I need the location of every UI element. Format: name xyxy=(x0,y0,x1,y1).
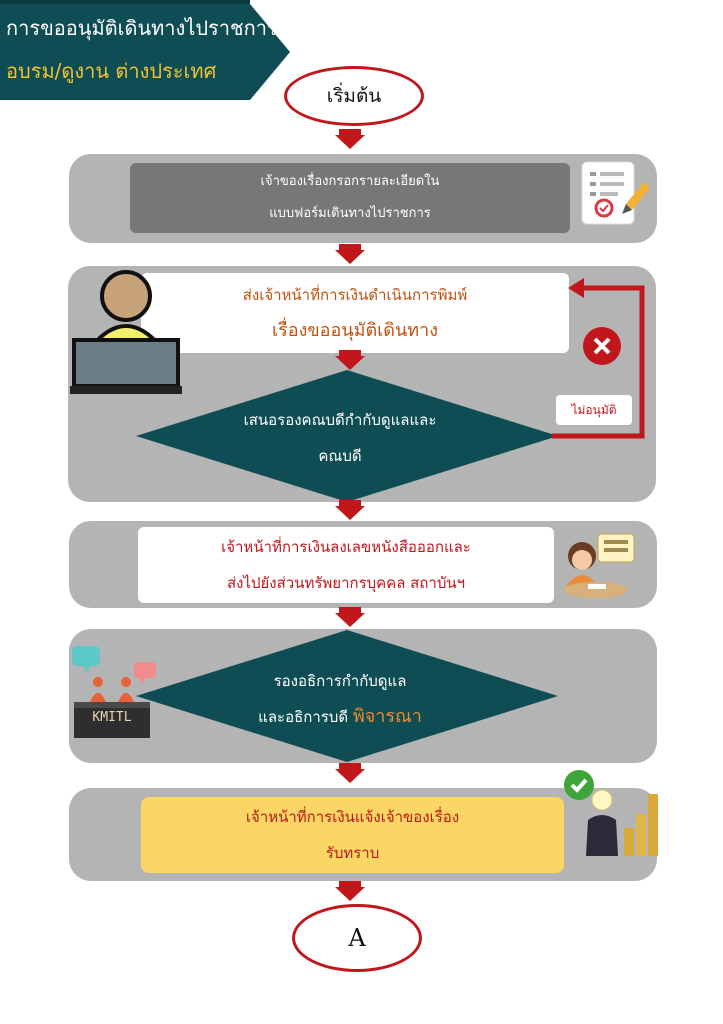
meeting-podium-icon xyxy=(72,646,156,738)
staff-desk-icon xyxy=(564,533,635,598)
approved-check-icon xyxy=(564,770,594,800)
decision2-line2-highlight: พิจารณา xyxy=(352,706,422,727)
desk-label: KMITL xyxy=(92,710,132,725)
step4-line1: เจ้าหน้าที่การเงินแจ้งเจ้าของเรื่อง xyxy=(245,808,460,826)
arrow-down-3 xyxy=(335,350,365,370)
arrow-down-5 xyxy=(335,607,365,627)
decision1-diamond xyxy=(136,370,558,502)
step1-line2: แบบฟอร์มเดินทางไปราชการ xyxy=(269,206,431,221)
decision2-text: รองอธิการกำกับดูแล และอธิการบดี พิจารณา xyxy=(190,663,490,735)
step4-line2: รับทราบ xyxy=(325,844,380,862)
decision2-diamond xyxy=(136,630,558,762)
start-label: เริ่มต้น xyxy=(326,85,382,107)
end-label: A xyxy=(348,924,366,952)
decision1-line2: คณบดี xyxy=(318,447,362,465)
step2-line1: ส่งเจ้าหน้าที่การเงินดำเนินการพิมพ์ xyxy=(242,286,468,304)
step3-line1: เจ้าหน้าที่การเงินลงเลขหนังสือออกและ xyxy=(221,538,471,556)
arrow-down-4 xyxy=(335,500,365,520)
step2-box: ส่งเจ้าหน้าที่การเงินดำเนินการพิมพ์ เรื่… xyxy=(141,273,569,353)
decision2-line2-prefix: และอธิการบดี xyxy=(258,708,353,726)
form-document-icon xyxy=(581,161,650,225)
reject-label-box: ไม่อนุมัติ xyxy=(556,395,632,425)
end-connector: A xyxy=(292,904,422,972)
businessman-coins-icon xyxy=(586,789,658,856)
step4-box: เจ้าหน้าที่การเงินแจ้งเจ้าของเรื่อง รับท… xyxy=(141,797,564,873)
step1-line1: เจ้าของเรื่องกรอกรายละเอียดใน xyxy=(260,174,440,189)
decision1-text: เสนอรองคณบดีกำกับดูแลและ คณบดี xyxy=(190,402,490,474)
reject-loop-arrow xyxy=(552,278,645,439)
person-laptop-icon xyxy=(70,270,182,394)
arrow-down-6 xyxy=(335,763,365,783)
step3-line2: ส่งไปยังส่วนทรัพยากรบุคคล สถาบันฯ xyxy=(226,574,466,592)
step3-box: เจ้าหน้าที่การเงินลงเลขหนังสือออกและ ส่ง… xyxy=(138,527,554,603)
decision2-line1: รองอธิการกำกับดูแล xyxy=(273,672,407,690)
step2-line2: เรื่องขออนุมัติเดินทาง xyxy=(271,320,439,341)
arrow-down-1 xyxy=(335,129,365,149)
arrow-down-7 xyxy=(335,881,365,901)
arrow-down-2 xyxy=(335,244,365,264)
decision2-line2: และอธิการบดี พิจารณา xyxy=(190,699,490,735)
reject-label: ไม่อนุมัติ xyxy=(571,402,617,417)
title-line-2: อบรม/ดูงาน ต่างประเทศ xyxy=(6,59,217,83)
step1-box: เจ้าของเรื่องกรอกรายละเอียดใน แบบฟอร์มเด… xyxy=(130,163,570,233)
start-terminal: เริ่มต้น xyxy=(284,66,424,126)
title-banner: การขออนุมัติเดินทางไปราชการ อบรม/ดูงาน ต… xyxy=(0,0,290,100)
decision1-line1: เสนอรองคณบดีกำกับดูแลและ xyxy=(243,411,437,429)
title-line-1: การขออนุมัติเดินทางไปราชการ xyxy=(6,16,278,40)
reject-x-icon xyxy=(583,327,621,365)
